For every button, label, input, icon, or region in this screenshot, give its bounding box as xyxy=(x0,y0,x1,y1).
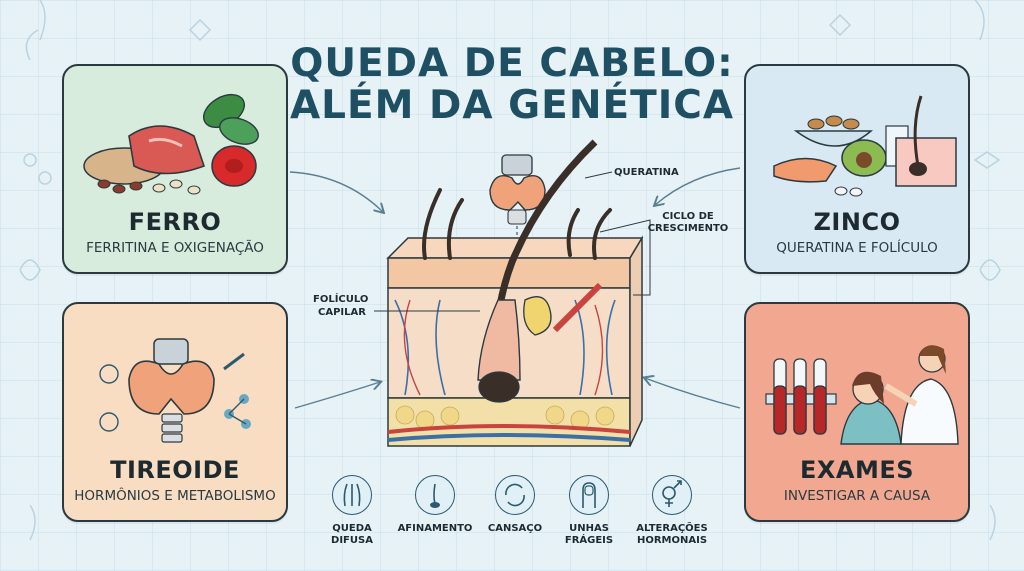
arrow-ferro xyxy=(289,171,383,212)
exames-subtitle: INVESTIGAR A CAUSA xyxy=(783,488,931,504)
symptom-label-5b: HORMONAIS xyxy=(636,535,708,546)
symptom-alteracoes-hormonais: ALTERAÇÕES HORMONAIS xyxy=(630,475,714,547)
arrow-zinco xyxy=(655,167,741,205)
symptom-afinamento: AFINAMENTO xyxy=(397,475,473,535)
symptom-label-4b: FRÁGEIS xyxy=(564,535,614,546)
symptom-cansaco: CANSAÇO xyxy=(480,475,550,535)
label-foliculo-line2: CAPILAR xyxy=(318,307,366,318)
main-title-line1: QUEDA DE CABELO: xyxy=(290,41,734,86)
small-thyroid-icon xyxy=(489,154,546,262)
arrow-tireoide xyxy=(294,382,380,409)
card-zinco: ZINCO QUERATINA E FOLÍCULO xyxy=(744,64,970,274)
label-ciclo-line1: CICLO DE xyxy=(662,211,714,222)
zinco-food-illustration xyxy=(773,95,957,197)
hair-strands-icon xyxy=(332,475,372,515)
zinco-title: ZINCO xyxy=(813,208,901,236)
symptom-label-3: CANSAÇO xyxy=(487,523,543,534)
label-foliculo-line1: FOLÍCULO xyxy=(313,294,369,305)
exames-illustration xyxy=(765,345,959,445)
card-exames: EXAMES INVESTIGAR A CAUSA xyxy=(744,302,970,522)
symptom-unhas-frageis: UNHAS FRÁGEIS xyxy=(557,475,621,547)
symptom-label-4a: UNHAS xyxy=(569,523,609,534)
card-tireoide: TIREOIDE HORMÔNIOS E METABOLISMO xyxy=(62,302,288,522)
tireoide-subtitle: HORMÔNIOS E METABOLISMO xyxy=(74,488,276,504)
symptom-label-1b: DIFUSA xyxy=(331,535,373,546)
symptom-queda-difusa: QUEDA DIFUSA xyxy=(320,475,384,547)
symptom-label-5a: ALTERAÇÕES xyxy=(636,523,708,534)
main-title-line2: ALÉM DA GENÉTICA xyxy=(289,83,735,128)
arrow-exames xyxy=(645,378,741,409)
thin-hair-icon xyxy=(415,475,455,515)
ferro-title: FERRO xyxy=(128,208,222,236)
zinco-subtitle: QUERATINA E FOLÍCULO xyxy=(776,240,938,256)
card-ferro: FERRO FERRITINA E OXIGENAÇÃO xyxy=(62,64,288,274)
nail-icon xyxy=(569,475,609,515)
tireoide-title: TIREOIDE xyxy=(110,456,240,484)
label-ciclo-line2: CRESCIMENTO xyxy=(647,223,729,234)
symptom-label-1a: QUEDA xyxy=(332,523,372,534)
thyroid-illustration xyxy=(99,338,251,443)
gender-hormone-icon xyxy=(652,475,692,515)
ferro-food-illustration xyxy=(83,93,259,195)
fatigue-cycle-icon xyxy=(495,475,535,515)
ferro-subtitle: FERRITINA E OXIGENAÇÃO xyxy=(86,240,264,256)
label-queratina: QUERATINA xyxy=(614,167,679,178)
exames-title: EXAMES xyxy=(799,456,915,484)
symptom-label-2: AFINAMENTO xyxy=(397,523,473,534)
